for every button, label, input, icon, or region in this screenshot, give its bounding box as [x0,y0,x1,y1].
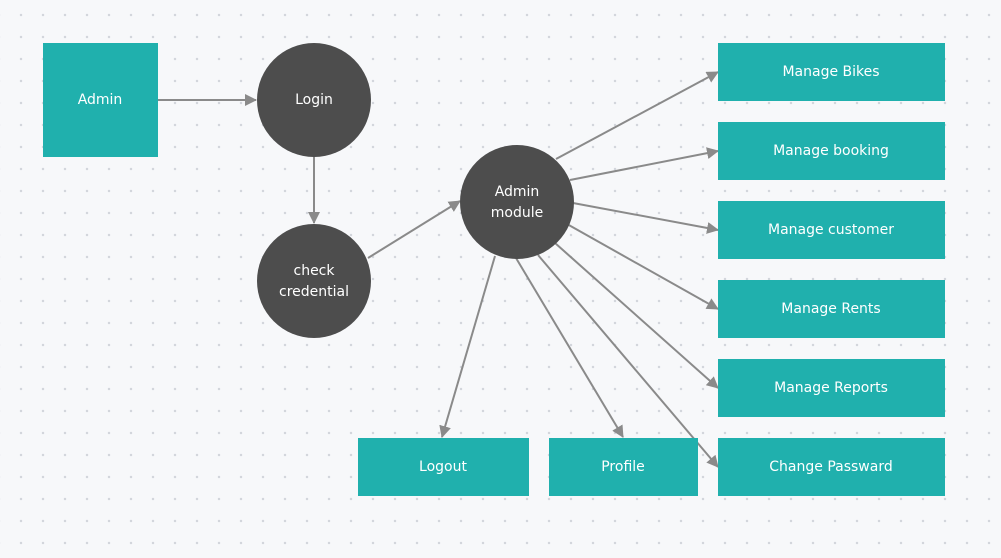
login-node[interactable]: Login [257,43,371,157]
profile-box [549,438,698,496]
manage-rents-box [718,280,945,338]
manage-customer-box [718,201,945,259]
edge-admin-module-to-manage-booking [569,147,719,181]
login-label: Login [295,92,333,108]
logout-box [358,438,529,496]
edge-admin-module-to-profile [515,257,624,438]
edge-admin-module-to-manage-bikes [555,71,719,160]
admin-module-label-line-2: module [491,205,543,221]
manage-reports-box [718,359,945,417]
profile-node[interactable]: Profile [549,438,698,496]
check-credential-node[interactable]: check credential [257,224,371,338]
edge-admin-module-to-manage-rents [566,223,719,310]
admin-module-circle [460,145,574,259]
manage-booking-box [718,122,945,180]
admin-module-label-line-1: Admin [495,184,540,200]
change-password-node[interactable]: Change Passward [718,438,945,496]
change-password-label: Change Passward [769,459,892,475]
manage-bikes-box [718,43,945,101]
manage-booking-node[interactable]: Manage booking [718,122,945,180]
change-password-box [718,438,945,496]
manage-rents-node[interactable]: Manage Rents [718,280,945,338]
edge-admin-module-to-logout [439,255,496,438]
edge-admin-module-to-change-password [537,254,719,468]
admin-node[interactable]: Admin [43,43,158,157]
admin-module-node[interactable]: Admin module [460,145,574,259]
edge-admin-module-to-manage-reports [554,242,719,389]
logout-node[interactable]: Logout [358,438,529,496]
admin-box [43,43,158,157]
admin-label: Admin [78,92,123,108]
manage-reports-node[interactable]: Manage Reports [718,359,945,417]
manage-rents-label: Manage Rents [781,301,880,317]
profile-label: Profile [601,459,645,475]
edge-admin-module-to-manage-customer [572,202,719,234]
edge-check-credential-to-admin-module [367,200,461,259]
manage-customer-node[interactable]: Manage customer [718,201,945,259]
manage-bikes-label: Manage Bikes [782,64,879,80]
check-credential-circle [257,224,371,338]
check-credential-label-line-2: credential [279,284,349,300]
manage-reports-label: Manage Reports [774,380,888,396]
check-credential-label-line-1: check [294,263,336,279]
edges [157,71,719,468]
login-circle [257,43,371,157]
manage-bikes-node[interactable]: Manage Bikes [718,43,945,101]
manage-booking-label: Manage booking [773,143,889,159]
manage-customer-label: Manage customer [768,222,894,238]
logout-label: Logout [419,459,467,475]
